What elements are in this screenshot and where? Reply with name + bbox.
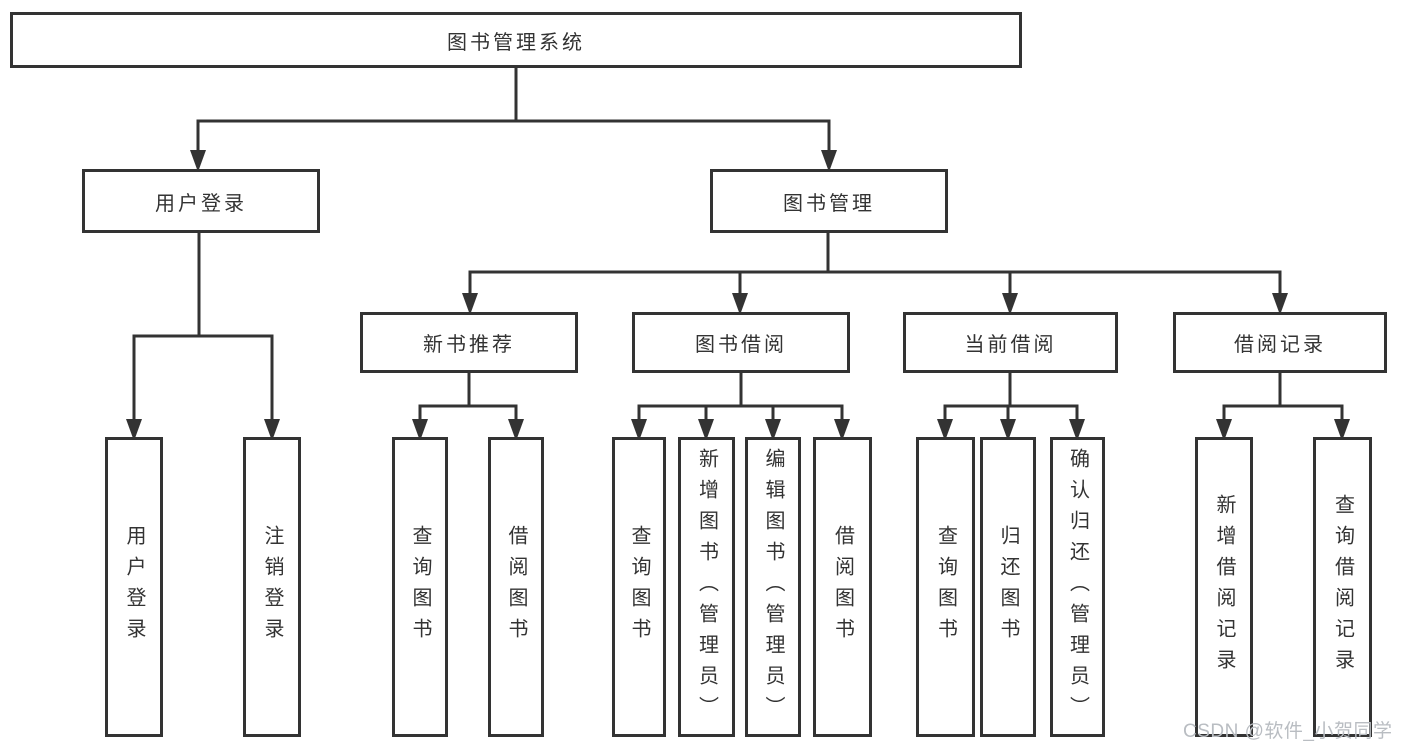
node-current-borrow: 当前借阅	[903, 312, 1118, 373]
leaf-add-borrow-record: 新增借阅记录	[1195, 437, 1253, 737]
arrowheads	[126, 150, 1350, 441]
node-label: 借阅记录	[1234, 334, 1326, 356]
node-label: 图书借阅	[695, 334, 787, 356]
arrow-icon	[1002, 293, 1018, 315]
connector-paths	[132, 68, 1344, 421]
leaf-label: 注销登录	[261, 525, 283, 649]
arrow-icon	[631, 419, 647, 441]
leaf-label: 新增图书（管理员）	[695, 447, 718, 727]
leaf-borrow-books-borrow: 借阅图书	[813, 437, 872, 737]
arrow-icon	[937, 419, 953, 441]
arrow-icon	[1216, 419, 1232, 441]
leaf-label: 编辑图书（管理员）	[762, 447, 784, 727]
node-label: 用户登录	[155, 192, 247, 215]
arrow-icon	[1000, 419, 1016, 441]
arrow-icon	[698, 419, 714, 441]
leaf-query-books-recommend: 查询图书	[392, 437, 448, 737]
node-new-book-recommend: 新书推荐	[360, 312, 578, 373]
node-library-management-system: 图书管理系统	[10, 12, 1022, 68]
leaf-borrow-books-recommend: 借阅图书	[488, 437, 544, 737]
leaf-label: 查询图书	[409, 525, 431, 649]
arrow-icon	[1272, 293, 1288, 315]
node-label: 新书推荐	[423, 334, 515, 356]
leaf-label: 确认归还（管理员）	[1066, 447, 1089, 727]
node-book-borrow: 图书借阅	[632, 312, 850, 373]
node-user-login: 用户登录	[82, 169, 320, 233]
leaf-label: 用户登录	[123, 525, 145, 649]
csdn-watermark: CSDN @软件_小贺同学	[1183, 721, 1393, 742]
leaf-query-borrow-record: 查询借阅记录	[1313, 437, 1372, 737]
leaf-label: 新增借阅记录	[1213, 494, 1235, 680]
arrow-icon	[834, 419, 850, 441]
leaf-query-books-current: 查询图书	[916, 437, 975, 737]
node-book-management: 图书管理	[710, 169, 948, 233]
node-label: 图书管理系统	[447, 31, 585, 54]
leaf-add-books-admin: 新增图书（管理员）	[678, 437, 735, 737]
leaf-label: 借阅图书	[505, 525, 527, 649]
arrow-icon	[765, 419, 781, 441]
leaf-label: 归还图书	[997, 525, 1019, 649]
arrow-icon	[264, 419, 280, 441]
arrow-icon	[1334, 419, 1350, 441]
leaf-query-books-borrow: 查询图书	[612, 437, 666, 737]
leaf-user-login: 用户登录	[105, 437, 163, 737]
arrow-icon	[190, 150, 206, 172]
leaf-label: 查询借阅记录	[1331, 494, 1354, 680]
arrow-icon	[126, 419, 142, 441]
arrow-icon	[412, 419, 428, 441]
leaf-edit-books-admin: 编辑图书（管理员）	[745, 437, 801, 737]
arrow-icon	[821, 150, 837, 172]
arrow-icon	[462, 293, 478, 315]
leaf-confirm-return-admin: 确认归还（管理员）	[1050, 437, 1105, 737]
node-label: 图书管理	[783, 192, 875, 215]
leaf-return-books: 归还图书	[980, 437, 1036, 737]
leaf-logout-login: 注销登录	[243, 437, 301, 737]
leaf-label: 借阅图书	[831, 525, 854, 649]
node-label: 当前借阅	[964, 334, 1057, 356]
arrow-icon	[508, 419, 524, 441]
node-borrow-records: 借阅记录	[1173, 312, 1387, 373]
arrow-icon	[1069, 419, 1085, 441]
leaf-label: 查询图书	[934, 525, 957, 649]
leaf-label: 查询图书	[628, 525, 650, 649]
arrow-icon	[732, 293, 748, 315]
